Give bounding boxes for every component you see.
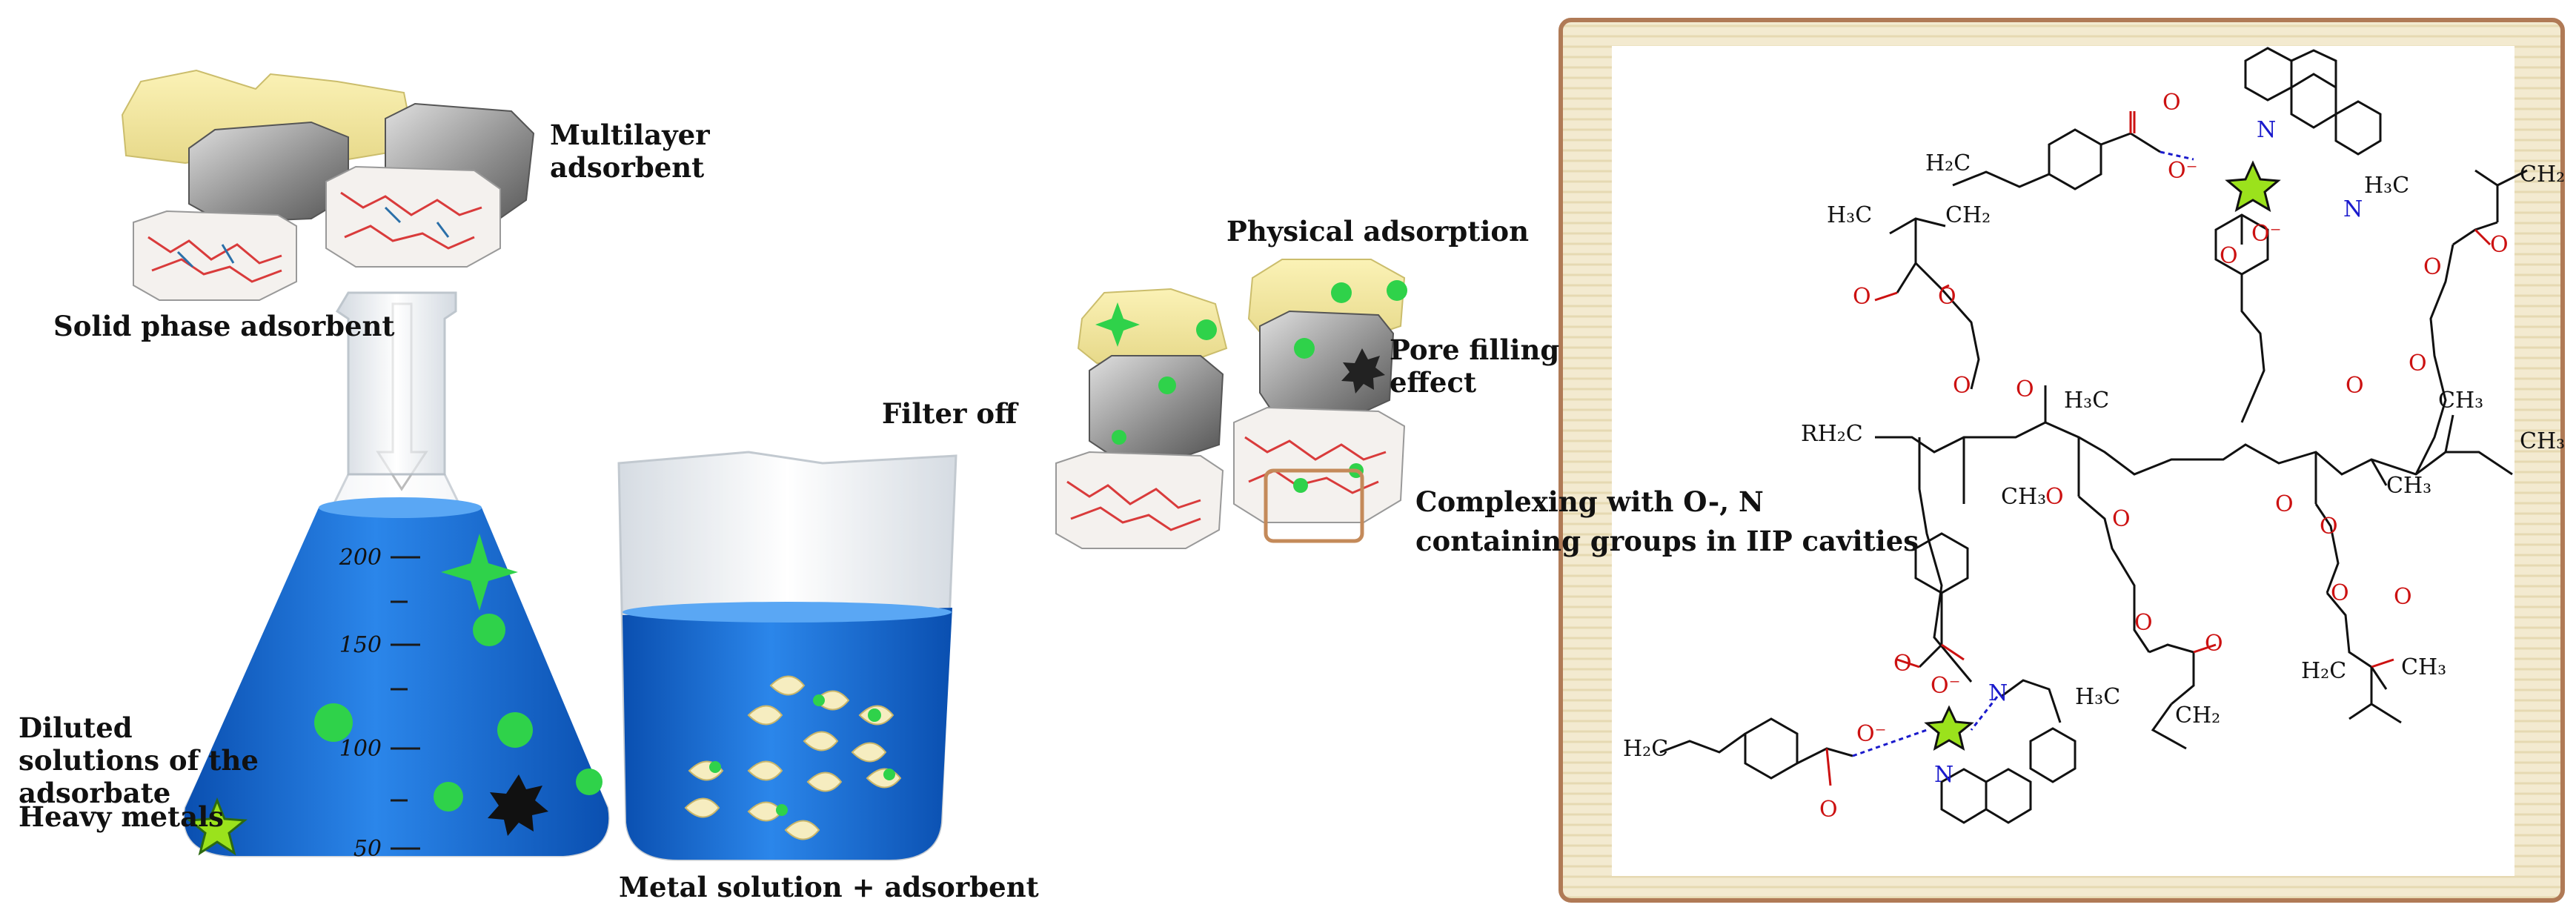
atom-o: O — [2045, 484, 2064, 510]
atom-o: O — [1819, 797, 1838, 823]
atom-n: N — [2343, 196, 2363, 222]
multilayer-adsorbent-illustration — [121, 69, 535, 301]
erlenmeyer-flask: 200 150 100 50 — [183, 291, 610, 862]
complexed-metal-star-bottom — [1924, 705, 1974, 751]
atom-o: O — [1893, 651, 1912, 677]
atom-o: O — [2331, 580, 2349, 606]
group-ch3: CH₃ — [2520, 428, 2565, 454]
polymer-block-2 — [325, 165, 501, 268]
atom-o: O — [2423, 254, 2442, 280]
group-rh2c: RH₂C — [1801, 421, 1863, 447]
group-h2c: H₂C — [1623, 736, 1668, 762]
atom-o: O — [2016, 376, 2034, 402]
scale-label-50: 50 — [353, 836, 382, 862]
beaker-liquid — [623, 608, 952, 860]
complexed-metal-star-top — [2225, 160, 2281, 213]
beaker-liquid-surface — [623, 602, 952, 623]
flask-graduations — [391, 556, 420, 850]
atom-o-minus: O⁻ — [1856, 721, 1886, 747]
atom-o: O — [2134, 610, 2153, 636]
label-complexing-line1: Complexing with O-, N — [1415, 485, 1764, 518]
group-ch3: CH₃ — [2438, 388, 2483, 414]
atom-o: O — [2205, 631, 2223, 657]
group-ch3: CH₃ — [2386, 473, 2431, 499]
beaker — [617, 451, 957, 861]
atom-o: O — [2275, 491, 2294, 517]
group-h3c: H₃C — [2064, 388, 2109, 414]
heavy-metal-star-icon — [187, 797, 248, 856]
group-h3c: H₃C — [2364, 173, 2409, 199]
atom-n: N — [1988, 680, 2008, 706]
atom-o: O — [2220, 243, 2238, 269]
flask-liquid — [184, 500, 609, 856]
chemical-structure — [1659, 47, 2528, 824]
atom-o-minus: O⁻ — [2168, 158, 2197, 184]
atom-o: O — [2490, 232, 2509, 258]
label-diluted-solutions: Diluted solutions of the adsorbate — [19, 711, 259, 809]
label-multilayer-adsorbent: Multilayer adsorbent — [550, 119, 710, 184]
label-complexing-line2: containing groups in IIP cavities — [1415, 525, 1919, 557]
atom-o: O — [1938, 284, 1956, 310]
atom-n: N — [1934, 762, 1953, 788]
group-h2c: H₂C — [2301, 658, 2346, 684]
liquid-surface — [319, 497, 482, 518]
captured-ions — [709, 694, 895, 816]
label-metal-solution-adsorbent: Metal solution + adsorbent — [619, 871, 1039, 903]
heavy-metal-black — [488, 774, 548, 836]
atom-o: O — [2346, 373, 2364, 399]
label-pore-filling-effect: Pore filling effect — [1390, 333, 1560, 399]
atom-labels: N N O O⁻ O⁻ O O O O O O O O O O O O O O … — [1623, 90, 2565, 823]
adsorbent-particles — [684, 675, 902, 840]
scale-label-150: 150 — [339, 632, 382, 658]
group-ch2: CH₂ — [2175, 703, 2220, 729]
mechanism-illustration — [1055, 259, 1407, 549]
label-physical-adsorption: Physical adsorption — [1226, 215, 1529, 248]
label-solid-phase-adsorbent: Solid phase adsorbent — [53, 310, 395, 342]
group-h3c: H₃C — [1827, 202, 1872, 228]
atom-o-minus: O⁻ — [2251, 221, 2281, 247]
group-ch3: CH₃ — [2001, 484, 2046, 510]
label-heavy-metals: Heavy metals — [19, 800, 224, 833]
atom-o: O — [1953, 373, 1971, 399]
atom-n: N — [2257, 117, 2276, 143]
iip-structure-frame — [1558, 18, 2565, 903]
atom-o: O — [2409, 351, 2427, 376]
group-ch3: CH₃ — [2401, 654, 2446, 680]
atom-o: O — [2394, 584, 2412, 610]
group-ch2: CH₂ — [2520, 162, 2565, 187]
scale-label-200: 200 — [339, 545, 382, 571]
scale-label-100: 100 — [339, 736, 382, 762]
polymer-block — [133, 210, 297, 301]
metal-ions-in-flask — [314, 534, 602, 812]
cavity-highlight-box — [1264, 468, 1364, 543]
atom-o-minus: O⁻ — [1931, 673, 1960, 699]
atom-o: O — [2320, 514, 2338, 540]
atom-o: O — [2112, 506, 2131, 532]
group-h2c: H₂C — [1925, 150, 1971, 176]
porous-grey-layer — [188, 121, 349, 224]
atom-o: O — [1853, 284, 1871, 310]
atom-o: O — [2162, 90, 2181, 116]
group-h3c: H₃C — [2075, 684, 2120, 710]
group-ch2: CH₂ — [1945, 202, 1991, 228]
label-filter-off: Filter off — [882, 397, 1018, 430]
